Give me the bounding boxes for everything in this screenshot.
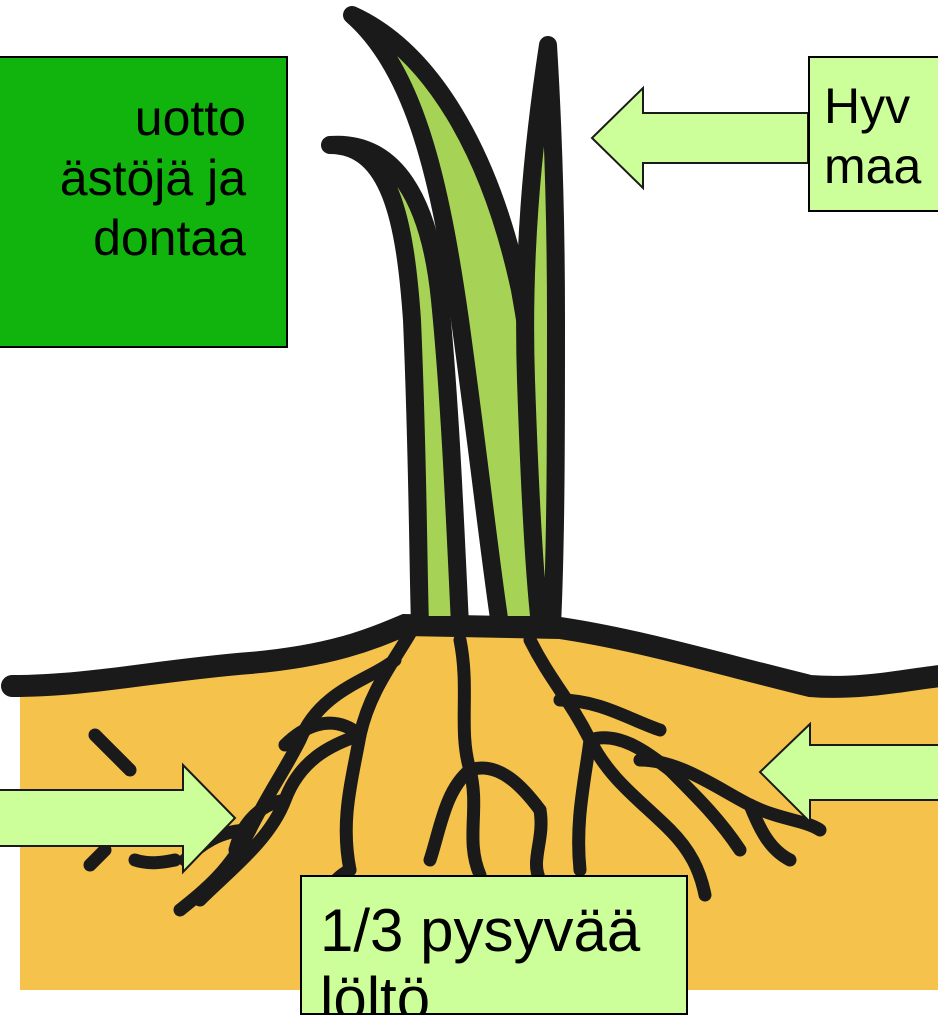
top-left-label-box: uotto ästöjä ja dontaa	[0, 56, 288, 348]
top-left-line-2: ästöjä ja	[0, 148, 286, 208]
top-left-line-1: uotto	[0, 88, 286, 148]
arrow-left-top-icon	[592, 88, 808, 188]
grass-leaves	[330, 15, 556, 625]
top-right-line-2: maa	[824, 136, 938, 196]
bottom-line-2: löltö	[320, 965, 686, 1015]
top-left-line-3: dontaa	[0, 208, 286, 268]
bottom-line-1: 1/3 pysyvää	[320, 897, 686, 965]
leaf-right	[525, 45, 556, 625]
bottom-label-box: 1/3 pysyvää löltö	[300, 875, 688, 1015]
top-right-line-1: Hyv	[824, 76, 938, 136]
top-right-label-box: Hyv maa	[808, 56, 938, 212]
